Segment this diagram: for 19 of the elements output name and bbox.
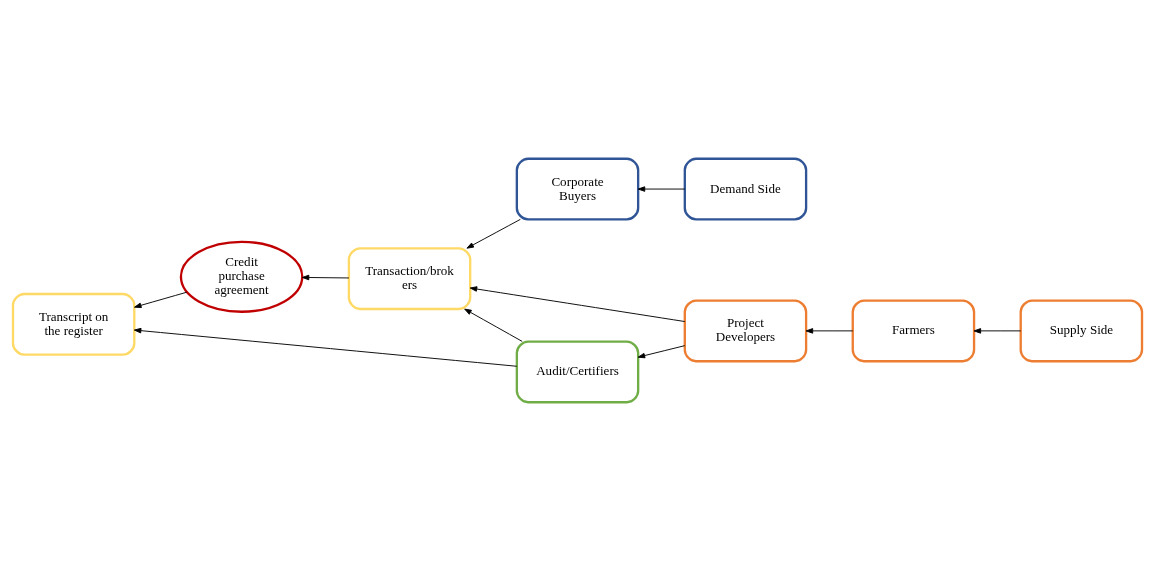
arrow xyxy=(637,186,686,192)
node-box: Audit/Certifiers xyxy=(515,340,640,404)
arrow xyxy=(133,327,518,367)
arrow xyxy=(469,286,686,322)
arrow xyxy=(464,308,523,342)
node-box: Corporate Buyers xyxy=(515,157,640,221)
node-box: Demand Side xyxy=(683,157,808,221)
arrow xyxy=(637,345,686,359)
arrow xyxy=(973,328,1022,334)
node-box: Supply Side xyxy=(1019,299,1144,363)
node-ellipse: Credit purchase agreement xyxy=(179,240,304,313)
arrow xyxy=(301,274,350,281)
node-box: Transcript on the register xyxy=(11,292,136,356)
node-box: Project Developers xyxy=(683,299,808,363)
arrow xyxy=(134,291,188,309)
arrow xyxy=(805,328,854,334)
node-box: Farmers xyxy=(851,299,976,363)
arrow xyxy=(466,218,521,249)
node-box: Transaction/brok ers xyxy=(347,247,472,311)
